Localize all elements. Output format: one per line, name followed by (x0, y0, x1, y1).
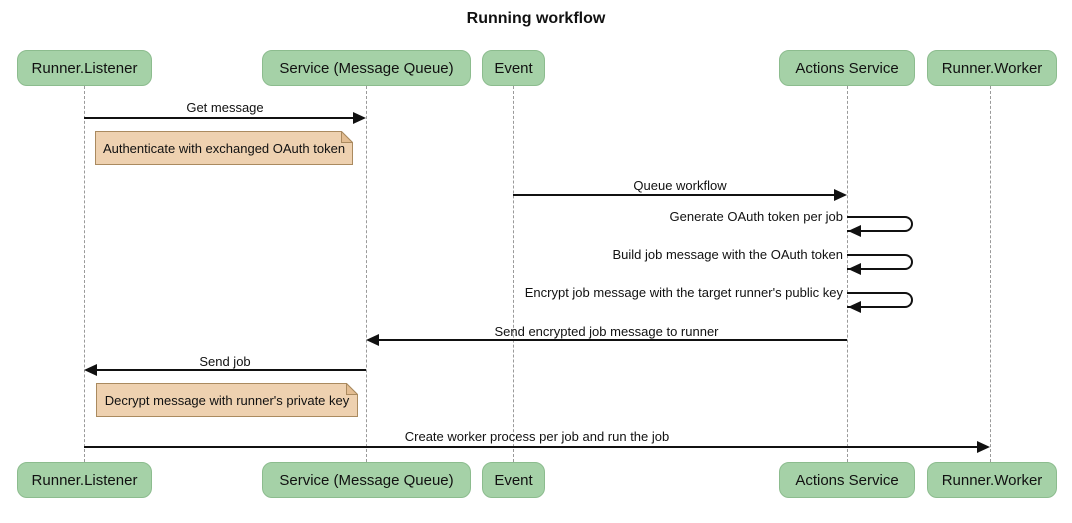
arrowhead-right-icon (834, 189, 847, 201)
arrowhead-left-icon (366, 334, 379, 346)
note-authenticate: Authenticate with exchanged OAuth token (95, 131, 353, 165)
participant-label: Runner.Listener (31, 59, 138, 77)
participant-event-top: Event (482, 50, 545, 86)
participant-runner-worker-bottom: Runner.Worker (927, 462, 1057, 498)
participant-label: Runner.Worker (941, 471, 1043, 489)
lifeline-actions-service (847, 86, 848, 462)
note-shape-icon (95, 131, 353, 165)
message-line (378, 339, 847, 341)
lifeline-runner-worker (990, 86, 991, 462)
message-line (513, 194, 835, 196)
participant-service-message-queue-top: Service (Message Queue) (262, 50, 471, 86)
message-label-send-job: Send job (199, 354, 251, 369)
lifeline-event (513, 86, 514, 462)
message-label-create-worker-process: Create worker process per job and run th… (404, 429, 670, 444)
lifeline-service-message-queue (366, 86, 367, 462)
arrowhead-left-icon (848, 225, 861, 237)
self-loop-line (847, 292, 913, 308)
message-label-get-message: Get message (186, 100, 264, 115)
participant-actions-service-top: Actions Service (779, 50, 915, 86)
message-line (84, 446, 978, 448)
participant-actions-service-bottom: Actions Service (779, 462, 915, 498)
arrowhead-left-icon (84, 364, 97, 376)
self-loop-line (847, 216, 913, 232)
note-decrypt: Decrypt message with runner's private ke… (96, 383, 358, 417)
message-label-queue-workflow: Queue workflow (633, 178, 727, 193)
arrowhead-right-icon (353, 112, 366, 124)
message-label-generate-oauth-token: Generate OAuth token per job (669, 209, 843, 224)
participant-service-message-queue-bottom: Service (Message Queue) (262, 462, 471, 498)
message-label-encrypt-job-message: Encrypt job message with the target runn… (524, 285, 843, 300)
participant-label: Service (Message Queue) (279, 471, 454, 489)
self-loop-line (847, 254, 913, 270)
diagram-title: Running workflow (466, 10, 606, 27)
participant-label: Event (494, 59, 533, 77)
message-line (96, 369, 366, 371)
participant-label: Event (494, 471, 533, 489)
note-text: Authenticate with exchanged OAuth token (102, 140, 346, 156)
message-line (84, 117, 354, 119)
note-shape-icon (96, 383, 358, 417)
arrowhead-left-icon (848, 301, 861, 313)
arrowhead-left-icon (848, 263, 861, 275)
participant-label: Runner.Listener (31, 471, 138, 489)
participant-runner-listener-top: Runner.Listener (17, 50, 152, 86)
participant-label: Runner.Worker (941, 59, 1043, 77)
lifeline-runner-listener (84, 86, 85, 462)
note-text: Decrypt message with runner's private ke… (104, 392, 350, 408)
participant-label: Service (Message Queue) (279, 59, 454, 77)
participant-label: Actions Service (795, 59, 899, 77)
message-label-send-encrypted-job-message: Send encrypted job message to runner (494, 324, 719, 339)
participant-label: Actions Service (795, 471, 899, 489)
participant-event-bottom: Event (482, 462, 545, 498)
participant-runner-listener-bottom: Runner.Listener (17, 462, 152, 498)
participant-runner-worker-top: Runner.Worker (927, 50, 1057, 86)
message-label-build-job-message: Build job message with the OAuth token (612, 247, 843, 262)
arrowhead-right-icon (977, 441, 990, 453)
